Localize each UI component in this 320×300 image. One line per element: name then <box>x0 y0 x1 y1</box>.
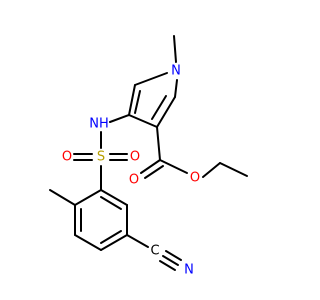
bond-ar-c6-c1-inner <box>100 196 122 210</box>
atom-carbonyl-o: O <box>129 173 139 188</box>
bond-c4-carbonyl <box>156 126 161 161</box>
bond-ar-c4-c5 <box>100 234 128 251</box>
atom-amide-nh: NH <box>89 117 109 132</box>
molecule-diagram: N NH S O O O O C N <box>49 35 248 278</box>
bond-ar-methyl <box>49 189 76 206</box>
atoms: N NH S O O O O C N <box>62 64 200 278</box>
atom-pyrrole-n: N <box>171 64 181 79</box>
bond-carbonyl-o-b <box>144 165 164 179</box>
bond-n-c2 <box>134 72 168 86</box>
bond-ar-c4-c5-inner <box>100 230 122 244</box>
bond-c3-nh <box>109 114 130 123</box>
bond-carbonyl-o-a <box>140 159 161 174</box>
bonds <box>49 35 248 271</box>
bond-ar-c3-c4 <box>74 234 102 251</box>
bond-carbonyl-oester <box>159 159 188 174</box>
bond-oester-ch2 <box>202 162 221 178</box>
bond-ar-c1-c2 <box>74 189 102 206</box>
atom-sulfonyl-o-left: O <box>62 150 72 165</box>
atom-nitrile-c: C <box>150 244 159 259</box>
bond-c5-n <box>174 79 178 98</box>
bond-c3-c4 <box>128 114 158 128</box>
bond-ch2-ch3 <box>219 162 248 177</box>
bond-ar-cn <box>126 234 149 248</box>
atom-nitrile-n: N <box>184 263 194 278</box>
bond-c2-c3 <box>128 84 136 116</box>
atom-sulfur: S <box>97 150 105 165</box>
atom-sulfonyl-o-right: O <box>130 150 140 165</box>
bond-cn-triple-c <box>165 250 182 261</box>
structure-svg: N NH S O O O O C N <box>49 35 248 278</box>
bond-c4-c5 <box>156 96 176 128</box>
bond-cn-triple-b <box>159 260 176 271</box>
atom-ester-o: O <box>190 171 200 186</box>
bond-c2-c3-inner <box>134 90 141 114</box>
bond-cn-triple-a <box>162 255 179 266</box>
bond-c4-c5-inner <box>151 95 167 120</box>
bond-ar-c6-c1 <box>100 189 128 206</box>
bond-n-methyl <box>173 35 177 63</box>
